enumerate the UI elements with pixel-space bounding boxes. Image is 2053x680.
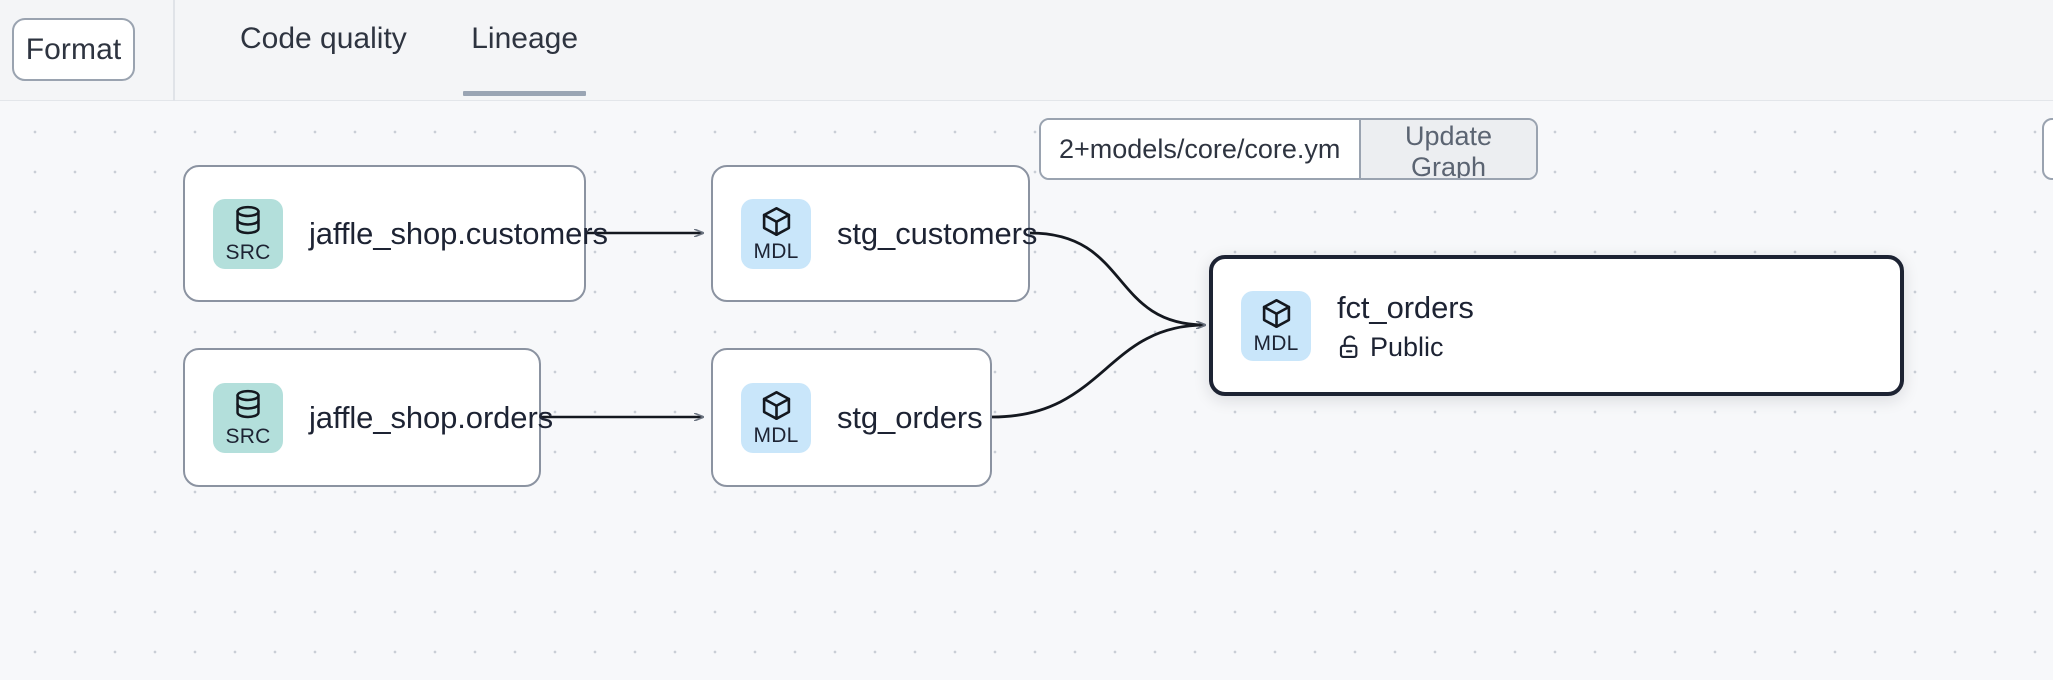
graph-selector-group: Update Graph <box>1039 118 1538 180</box>
lineage-node-src-customers[interactable]: SRC jaffle_shop.customers <box>183 165 608 302</box>
lineage-node-stg-orders[interactable]: MDL stg_orders <box>711 348 992 487</box>
node-access-label: Public <box>1370 331 1444 362</box>
node-badge-mdl-label: MDL <box>753 240 799 263</box>
edge-stg-orders-to-fct-orders <box>991 325 1205 419</box>
lineage-node-fct-orders[interactable]: MDL fct_orders Public <box>1209 255 1904 396</box>
node-badge-src: SRC <box>213 198 283 269</box>
tab-lineage-label: Lineage <box>471 22 579 55</box>
tab-code-quality[interactable]: Code quality <box>210 0 437 101</box>
node-badge-src: SRC <box>213 382 283 453</box>
node-title: jaffle_shop.customers <box>309 215 608 251</box>
selector-divider <box>1359 120 1361 178</box>
graph-side-button[interactable] <box>2042 118 2053 180</box>
node-body: jaffle_shop.orders <box>309 400 553 436</box>
lineage-node-stg-customers[interactable]: MDL stg_customers <box>711 165 1037 302</box>
update-graph-button[interactable]: Update Graph <box>1361 120 1536 178</box>
graph-selector-input[interactable] <box>1041 120 1359 178</box>
node-badge-src-label: SRC <box>225 424 271 448</box>
node-body: stg_orders <box>837 399 983 436</box>
node-title: stg_orders <box>837 399 983 435</box>
cube-icon <box>762 390 790 421</box>
node-badge-mdl: MDL <box>1241 290 1311 361</box>
tab-lineage-underline <box>463 91 587 96</box>
node-badge-mdl-label: MDL <box>753 424 799 447</box>
database-icon <box>236 205 260 234</box>
node-access-badge: Public <box>1337 332 1474 362</box>
format-button[interactable]: Format <box>12 18 135 81</box>
node-title: stg_customers <box>837 215 1038 251</box>
lineage-canvas[interactable]: SRC jaffle_shop.customers SRC jaffle_sho… <box>0 101 2053 680</box>
node-body: fct_orders Public <box>1337 290 1474 362</box>
unlock-icon <box>1339 335 1358 358</box>
node-badge-src-label: SRC <box>225 240 271 264</box>
toolbar-divider <box>173 0 175 101</box>
cube-icon <box>1262 298 1290 329</box>
node-badge-mdl: MDL <box>741 382 811 453</box>
node-badge-mdl: MDL <box>741 198 811 269</box>
node-body: jaffle_shop.customers <box>309 216 608 252</box>
database-icon <box>236 389 260 418</box>
node-title: fct_orders <box>1337 289 1474 325</box>
lineage-node-src-orders[interactable]: SRC jaffle_shop.orders <box>183 348 553 487</box>
node-badge-mdl-label: MDL <box>1253 332 1299 355</box>
node-body: stg_customers <box>837 216 1037 252</box>
toolbar: Format Code quality Lineage <box>0 0 2053 101</box>
edge-stg-customers-to-fct-orders <box>1029 231 1205 325</box>
tab-code-quality-label: Code quality <box>240 22 407 55</box>
tab-lineage[interactable]: Lineage <box>441 0 608 101</box>
node-title: jaffle_shop.orders <box>309 399 554 435</box>
tab-bar: Code quality Lineage <box>210 0 608 101</box>
cube-icon <box>762 206 790 237</box>
